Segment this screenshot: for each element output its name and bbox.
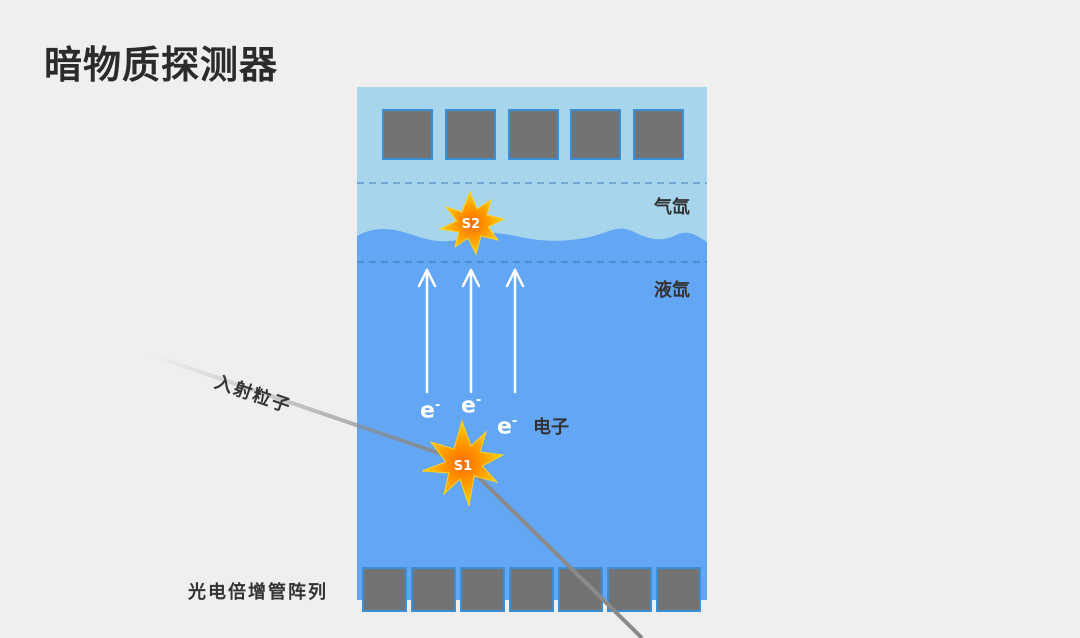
up-arrow-icon [461,268,481,394]
gas-xenon-label: 气氙 [654,197,690,218]
s2-label: S2 [462,217,480,232]
incident-particle-track [146,352,464,463]
scattered-particle-track [460,459,644,638]
electron-symbol: e- [497,414,518,440]
electron-label: 电子 [533,417,569,438]
page-title: 暗物质探测器 [44,43,279,87]
bottom-pmt [362,567,407,612]
bottom-pmt [509,567,554,612]
electron-symbol: e- [461,393,482,419]
electron-symbol: e- [420,398,441,424]
s1-burst-icon [421,419,505,507]
up-arrow-icon [417,268,437,394]
up-arrow-icon [505,268,525,394]
bottom-pmt [656,567,701,612]
top-pmt [508,109,559,160]
liquid-xenon-region [357,228,707,600]
electron-drift-arrows [417,268,525,394]
top-pmt-array [382,109,684,160]
bottom-pmt [460,567,505,612]
liquid-xenon-label: 液氙 [654,280,690,301]
s2-burst-icon [438,190,506,256]
top-pmt [633,109,684,160]
top-pmt [570,109,621,160]
pmt-array-label: 光电倍增管阵列 [188,582,328,603]
s1-label: S1 [454,459,472,474]
bottom-pmt [607,567,652,612]
top-pmt [382,109,433,160]
top-pmt [445,109,496,160]
bottom-pmt [558,567,603,612]
bottom-pmt-array [362,567,701,612]
bottom-pmt [411,567,456,612]
